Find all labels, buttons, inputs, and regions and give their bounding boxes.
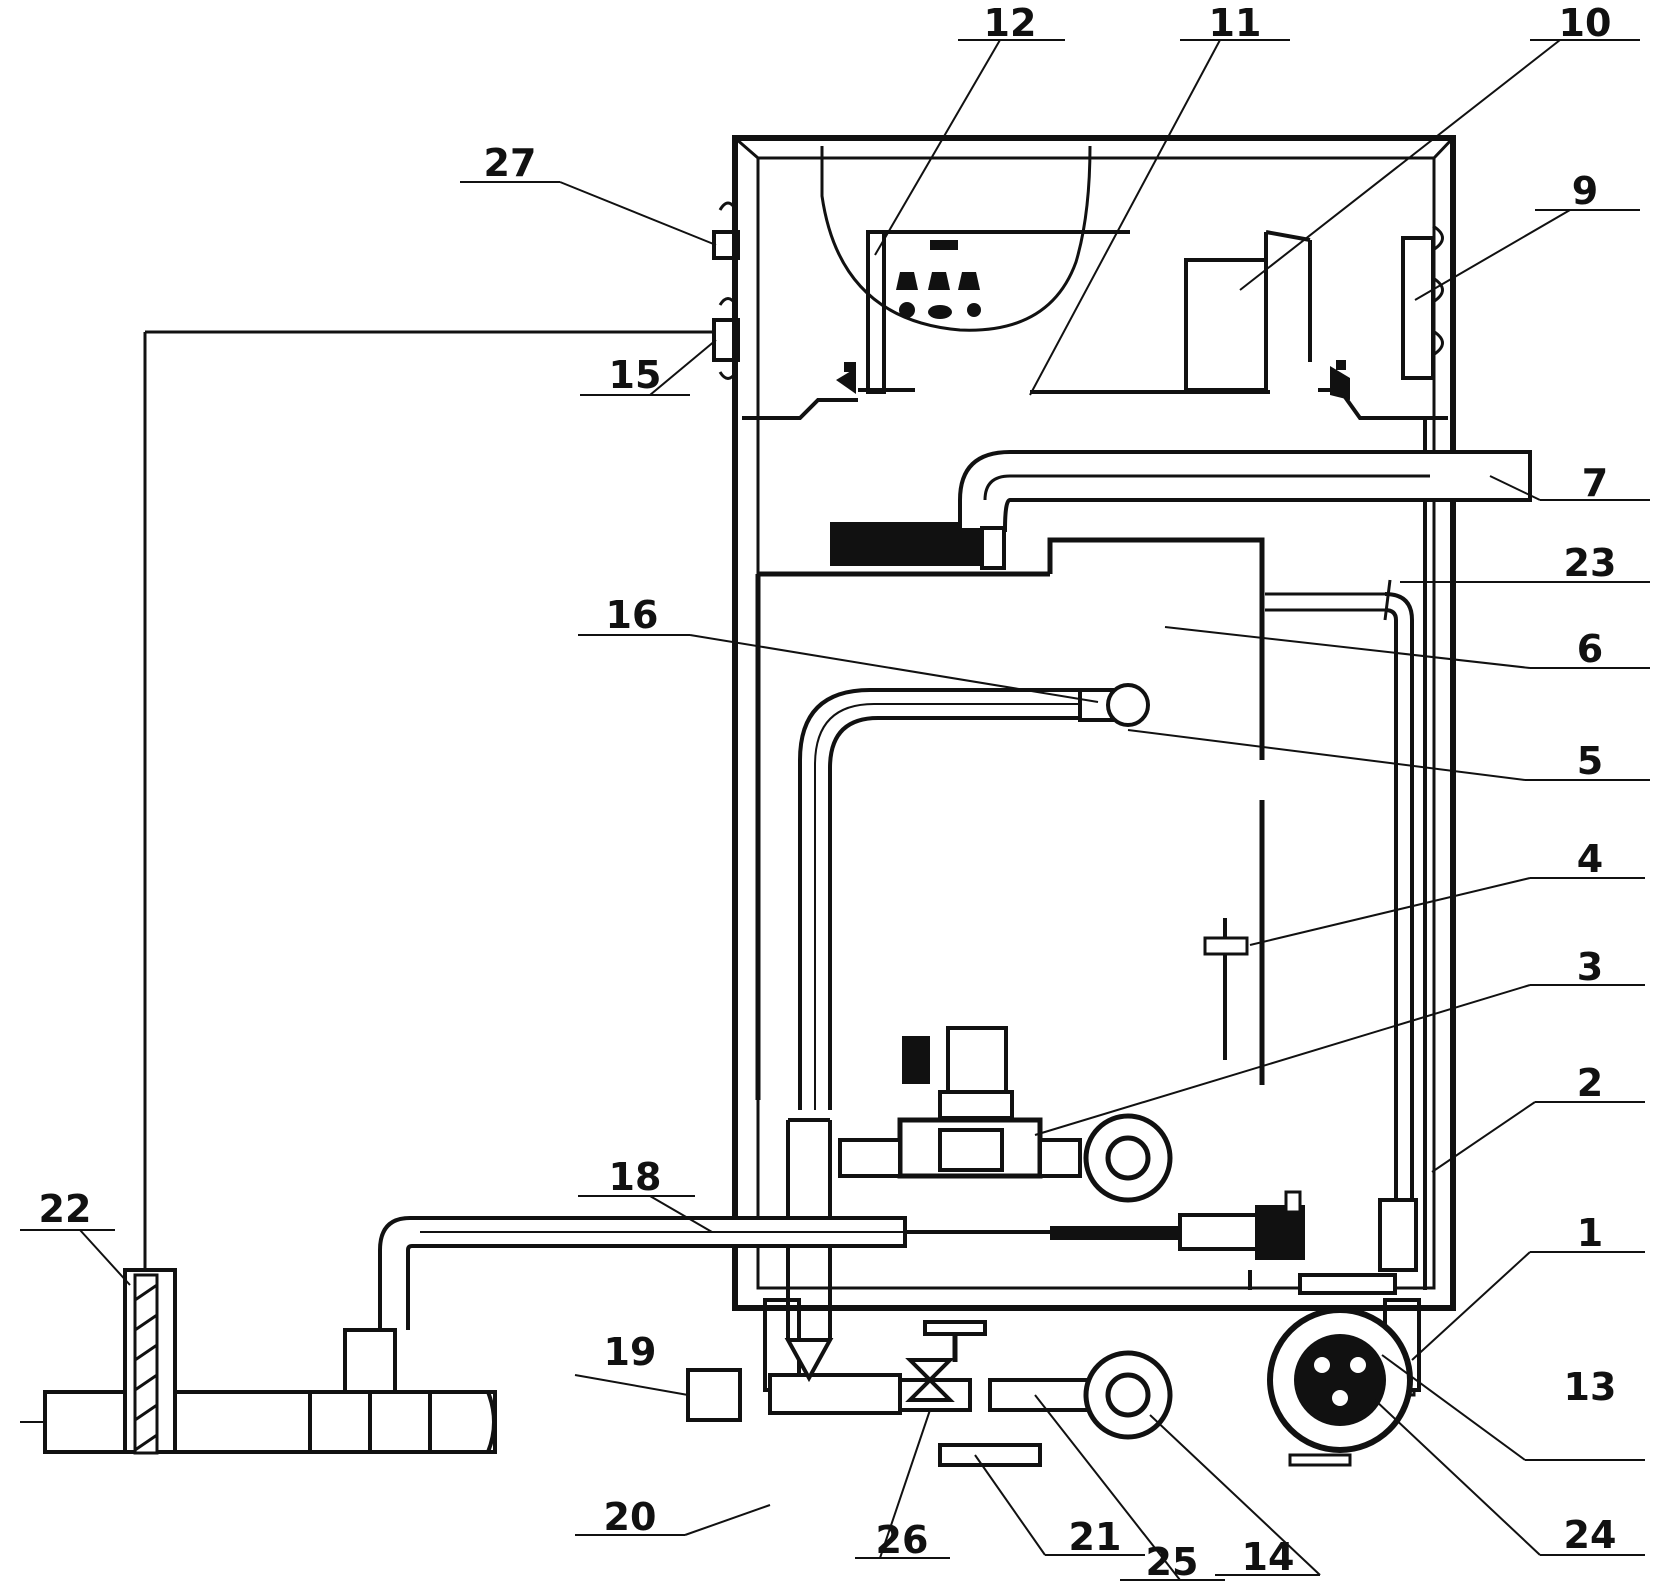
cabinet-frame <box>712 135 1456 1397</box>
label-4: 4 <box>1577 837 1603 881</box>
label-24: 24 <box>1564 1513 1617 1557</box>
label-5: 5 <box>1577 739 1603 783</box>
external-pipe <box>20 330 716 1455</box>
label-23: 23 <box>1564 541 1617 585</box>
label-25: 25 <box>1146 1540 1199 1584</box>
label-12: 12 <box>984 1 1037 45</box>
sensor-4 <box>1203 918 1249 1060</box>
label-9: 9 <box>1572 169 1598 213</box>
label-26: 26 <box>876 1518 929 1562</box>
label-13: 13 <box>1564 1365 1617 1409</box>
label-22: 22 <box>39 1187 92 1231</box>
pipe-16 <box>798 683 1150 1110</box>
control-panel-12 <box>820 145 1130 394</box>
label-14: 14 <box>1242 1535 1295 1579</box>
label-20: 20 <box>604 1495 657 1539</box>
connector-15 <box>712 318 740 362</box>
label-15: 15 <box>609 353 662 397</box>
label-11: 11 <box>1209 1 1262 45</box>
inlet-5 <box>1106 683 1150 727</box>
label-10: 10 <box>1559 1 1612 45</box>
label-1: 1 <box>1577 1211 1603 1255</box>
heater-block <box>830 522 980 566</box>
part-9 <box>1401 236 1435 380</box>
terminal-block-icon <box>896 240 981 319</box>
bottom-pipe <box>686 1320 1173 1467</box>
leader-lines <box>20 39 1650 1581</box>
valve-26 <box>905 1358 955 1402</box>
outlet-19 <box>686 1368 742 1422</box>
label-3: 3 <box>1577 945 1603 989</box>
module-10 <box>1184 230 1350 400</box>
label-21: 21 <box>1069 1515 1122 1559</box>
label-7: 7 <box>1582 461 1608 505</box>
label-18: 18 <box>609 1155 662 1199</box>
drain-21 <box>938 1443 1042 1467</box>
pipe-23 <box>1265 579 1414 1210</box>
label-6: 6 <box>1577 627 1603 671</box>
pump-1 <box>1248 1198 1418 1467</box>
label-2: 2 <box>1577 1061 1603 1105</box>
label-16: 16 <box>606 593 659 637</box>
label-27: 27 <box>484 141 537 185</box>
callout-labels: 12 11 10 9 7 23 6 5 4 3 2 1 13 24 14 25 … <box>39 1 1617 1584</box>
solenoid-valve-3 <box>786 1026 1173 1340</box>
tank-6 <box>755 522 1265 1100</box>
pipe-18 <box>378 1190 1305 1330</box>
label-19: 19 <box>604 1330 657 1374</box>
exhaust-pipe-7 <box>958 450 1532 570</box>
